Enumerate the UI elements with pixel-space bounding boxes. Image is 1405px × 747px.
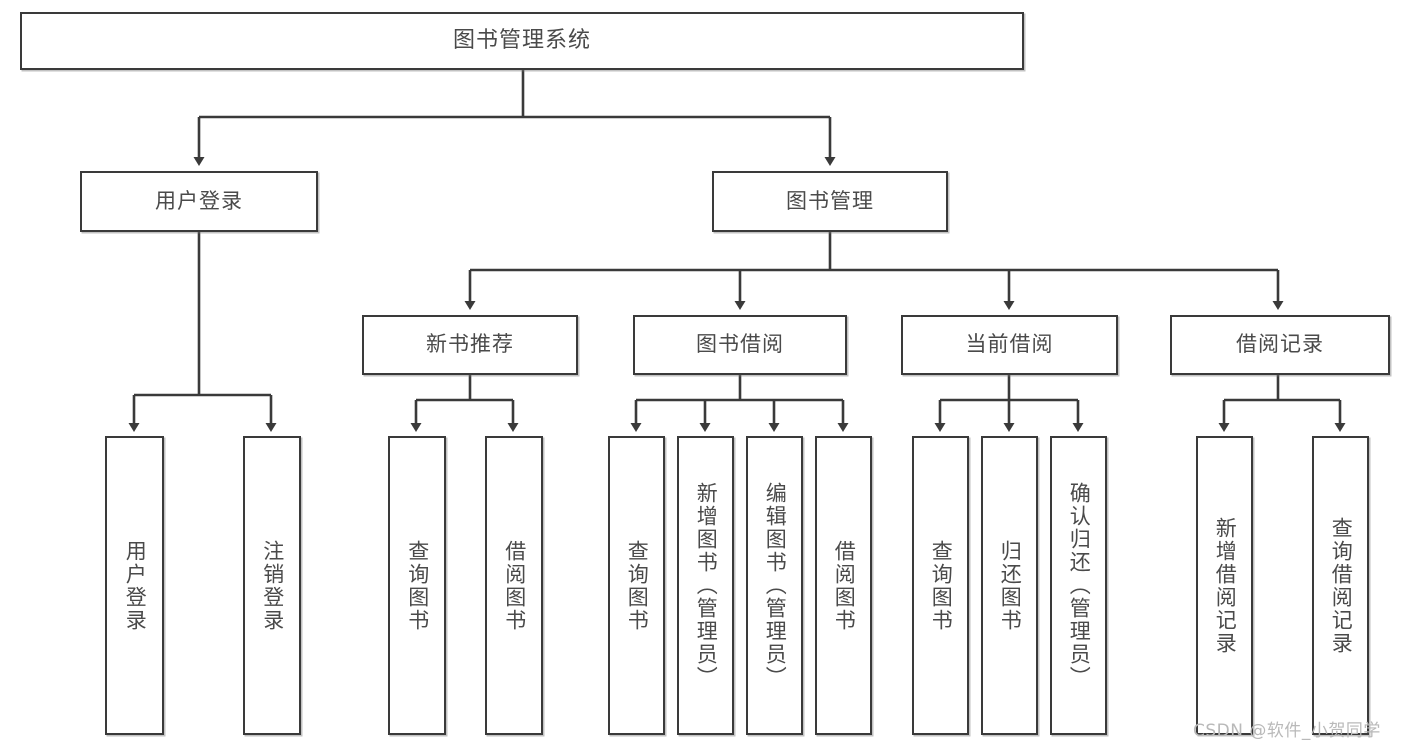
node-book-borrow-label: 图书借阅 <box>696 332 784 357</box>
node-borrow-record-label: 借阅记录 <box>1236 332 1324 357</box>
leaf-query-book-1[interactable]: 查询图书 <box>388 436 446 735</box>
leaf-borrow-book-2[interactable]: 借阅图书 <box>815 436 872 735</box>
leaf-user-login[interactable]: 用户登录 <box>105 436 164 735</box>
leaf-query-record[interactable]: 查询借阅记录 <box>1312 436 1369 735</box>
leaf-query-book-2[interactable]: 查询图书 <box>608 436 665 735</box>
leaf-add-record-label: 新增借阅记录 <box>1213 516 1238 655</box>
leaf-add-record[interactable]: 新增借阅记录 <box>1196 436 1253 735</box>
leaf-add-book-label: 新增图书（管理员） <box>694 482 719 689</box>
leaf-confirm-return[interactable]: 确认归还（管理员） <box>1050 436 1107 735</box>
node-user-login[interactable]: 用户登录 <box>80 171 318 232</box>
leaf-query-book-2-label: 查询图书 <box>625 539 650 632</box>
leaf-query-record-label: 查询借阅记录 <box>1329 516 1354 655</box>
leaf-borrow-book-1[interactable]: 借阅图书 <box>485 436 543 735</box>
leaf-query-book-3[interactable]: 查询图书 <box>912 436 969 735</box>
leaf-query-book-1-label: 查询图书 <box>405 539 430 632</box>
leaf-edit-book-label: 编辑图书（管理员） <box>763 482 788 689</box>
node-root[interactable]: 图书管理系统 <box>20 12 1024 70</box>
node-current-borrow[interactable]: 当前借阅 <box>901 315 1118 375</box>
leaf-add-book[interactable]: 新增图书（管理员） <box>677 436 734 735</box>
leaf-return-book[interactable]: 归还图书 <box>981 436 1038 735</box>
node-book-borrow[interactable]: 图书借阅 <box>633 315 847 375</box>
leaf-borrow-book-2-label: 借阅图书 <box>832 539 857 632</box>
leaf-logout-login[interactable]: 注销登录 <box>243 436 301 735</box>
node-book-manage[interactable]: 图书管理 <box>712 171 948 232</box>
node-root-label: 图书管理系统 <box>452 27 591 53</box>
node-user-login-label: 用户登录 <box>155 188 243 213</box>
node-current-borrow-label: 当前借阅 <box>965 332 1054 357</box>
node-new-book-rec-label: 新书推荐 <box>426 332 514 357</box>
leaf-logout-login-label: 注销登录 <box>260 539 285 632</box>
leaf-edit-book[interactable]: 编辑图书（管理员） <box>746 436 803 735</box>
leaf-return-book-label: 归还图书 <box>998 539 1023 632</box>
leaf-query-book-3-label: 查询图书 <box>929 539 954 632</box>
csdn-watermark: CSDN @软件_小贺同学 <box>1193 721 1381 741</box>
node-book-manage-label: 图书管理 <box>786 188 874 213</box>
leaf-confirm-return-label: 确认归还（管理员） <box>1067 482 1092 689</box>
node-new-book-rec[interactable]: 新书推荐 <box>362 315 578 375</box>
node-borrow-record[interactable]: 借阅记录 <box>1170 315 1390 375</box>
leaf-borrow-book-1-label: 借阅图书 <box>502 539 527 632</box>
leaf-user-login-label: 用户登录 <box>123 539 148 632</box>
